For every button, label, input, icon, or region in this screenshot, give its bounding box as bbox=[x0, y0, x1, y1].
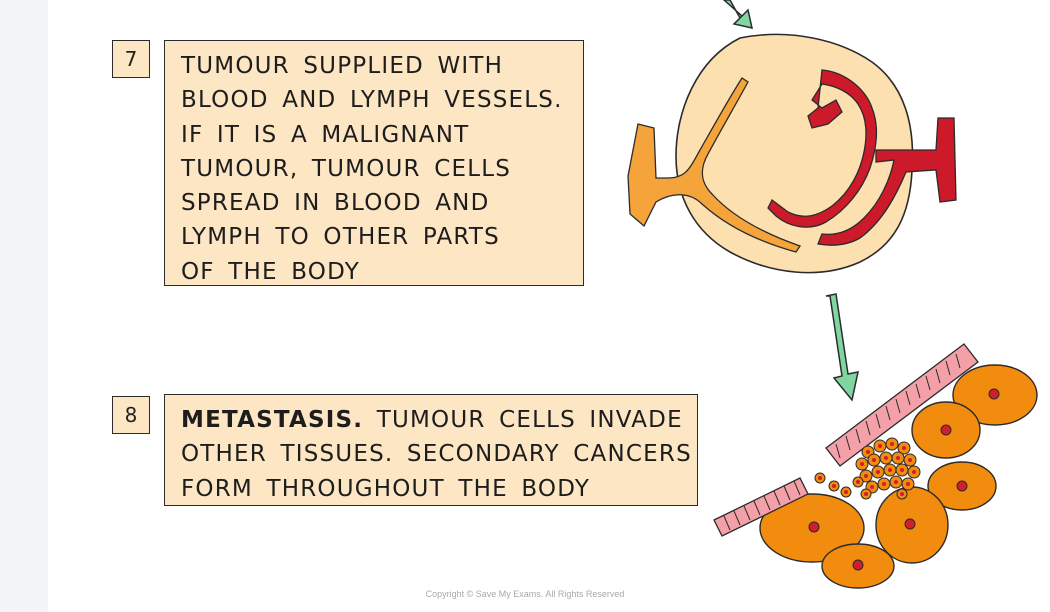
tissue-cell-icon bbox=[759, 364, 1038, 589]
blood-vessel-wall-icon bbox=[713, 343, 979, 537]
step-8-description: METASTASIS. TUMOUR CELLS INVADE OTHER TI… bbox=[164, 394, 698, 506]
step-8-line-2: OTHER TISSUES. SECONDARY CANCERS bbox=[181, 441, 692, 468]
step-7-line-4: TUMOUR, TUMOUR CELLS bbox=[181, 155, 512, 182]
tumour-illustration bbox=[627, 33, 957, 274]
step-7-line-3: IF IT IS A MALIGNANT bbox=[181, 121, 470, 148]
step-8-line-3: FORM THROUGHOUT THE BODY bbox=[181, 475, 591, 502]
step-7-line-1: TUMOUR SUPPLIED WITH bbox=[181, 53, 504, 79]
step-7-line-6: LYMPH TO OTHER PARTS bbox=[181, 224, 500, 251]
step-7-line-2: BLOOD AND LYMPH VESSELS. bbox=[181, 87, 563, 114]
step-8-number: 8 bbox=[112, 396, 150, 434]
metastasis-illustration bbox=[713, 343, 1038, 589]
blood-vessel-icon bbox=[767, 69, 878, 228]
step-8-line-1: METASTASIS. TUMOUR CELLS INVADE bbox=[181, 403, 697, 437]
step-7-description: TUMOUR SUPPLIED WITH BLOOD AND LYMPH VES… bbox=[164, 40, 584, 286]
copyright-notice: Copyright © Save My Exams. All Rights Re… bbox=[425, 589, 625, 599]
step-7-number-text: 7 bbox=[124, 47, 138, 71]
step-7-number: 7 bbox=[112, 40, 150, 78]
step-7-line-7: OF THE BODY bbox=[181, 258, 361, 285]
lymph-vessel-icon bbox=[627, 77, 802, 253]
arrow-into-tumour-icon bbox=[722, 0, 753, 29]
step-8-line-1-rest: TUMOUR CELLS INVADE bbox=[363, 407, 683, 433]
step-7-line-5: SPREAD IN BLOOD AND bbox=[181, 190, 490, 217]
arrow-to-metastasis-icon bbox=[825, 293, 859, 402]
step-8-number-text: 8 bbox=[124, 403, 138, 427]
step-8-heading: METASTASIS. bbox=[181, 407, 364, 433]
